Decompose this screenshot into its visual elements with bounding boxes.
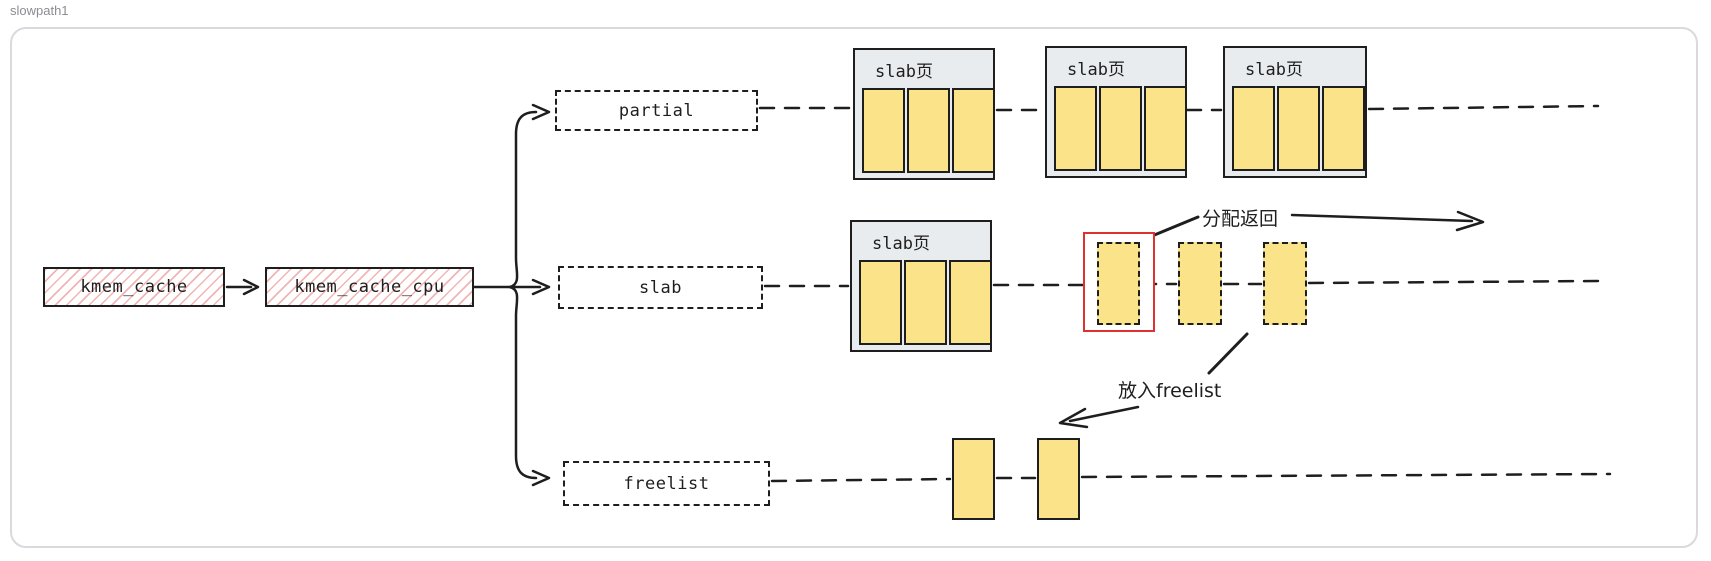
slab-page: slab页 <box>850 220 992 352</box>
slab-page-title: slab页 <box>1245 60 1303 80</box>
slab-object <box>1277 86 1320 171</box>
node-partial-label: partial <box>618 100 695 121</box>
node-freelist-label: freelist <box>623 473 710 494</box>
put-freelist-arrow <box>1058 332 1249 429</box>
slab-object <box>862 88 905 173</box>
slab-object <box>859 260 902 345</box>
slab-object <box>949 260 992 345</box>
slab-object <box>904 260 947 345</box>
node-slab-label: slab <box>639 277 682 298</box>
free-object-dashed <box>1263 242 1307 325</box>
freelist-object <box>952 438 995 520</box>
node-freelist: freelist <box>563 461 770 506</box>
slab-page: slab页 <box>1045 46 1187 178</box>
branch-connector <box>472 103 551 487</box>
slab-page-objects <box>859 260 992 345</box>
slab-page-title: slab页 <box>875 62 933 82</box>
slab-page-title: slab页 <box>1067 60 1125 80</box>
slab-object <box>1144 86 1187 171</box>
free-object-dashed <box>1097 242 1140 325</box>
slab-page-objects <box>1232 86 1365 171</box>
node-kmem-cache-label: kmem_cache <box>80 277 188 297</box>
node-partial: partial <box>555 90 758 131</box>
node-kmem-cache: kmem_cache <box>43 267 225 307</box>
diagram-title: slowpath1 <box>10 3 69 18</box>
free-object-dashed <box>1178 242 1222 325</box>
partial-row-dashes <box>758 104 1600 112</box>
alloc-return-arrow <box>1150 210 1485 238</box>
slab-object <box>952 88 995 173</box>
slab-page: slab页 <box>853 48 995 180</box>
slab-object <box>1099 86 1142 171</box>
arrow-kmem-to-cpu <box>225 278 260 296</box>
slab-object <box>1322 86 1365 171</box>
node-kmem-cache-cpu-label: kmem_cache_cpu <box>294 277 445 297</box>
slab-page-title: slab页 <box>872 234 930 254</box>
slab-object <box>1054 86 1097 171</box>
freelist-row-dashes <box>770 472 1612 483</box>
slab-page-objects <box>1054 86 1187 171</box>
node-kmem-cache-cpu: kmem_cache_cpu <box>265 267 474 307</box>
freelist-object <box>1037 438 1080 520</box>
slab-page: slab页 <box>1223 46 1367 178</box>
slab-object <box>1232 86 1275 171</box>
slab-object <box>907 88 950 173</box>
slab-page-objects <box>862 88 995 173</box>
node-slab: slab <box>558 266 763 309</box>
annotation-alloc-return: 分配返回 <box>1202 208 1279 230</box>
annotation-put-freelist: 放入freelist <box>1118 380 1222 402</box>
